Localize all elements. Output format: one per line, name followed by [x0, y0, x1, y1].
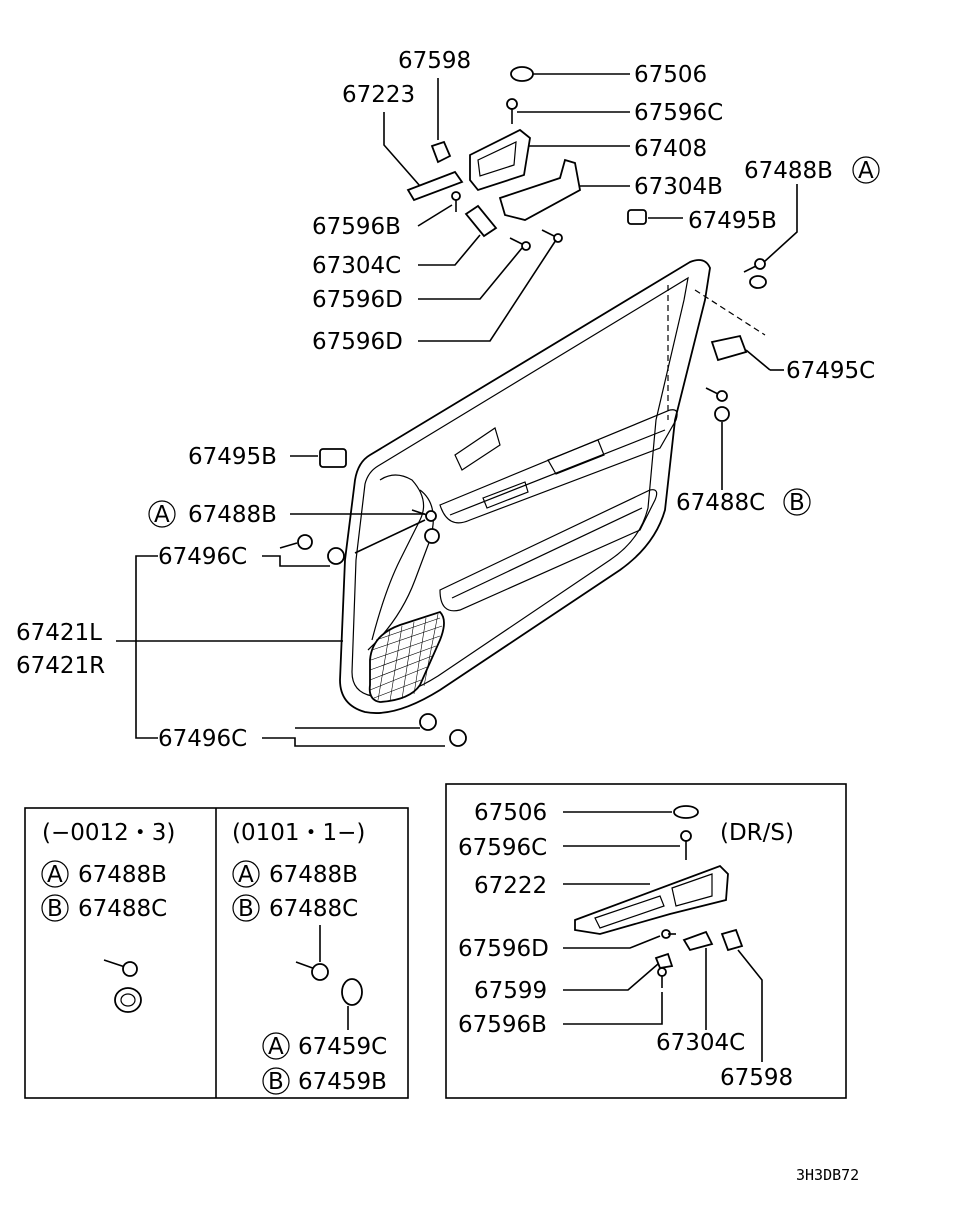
label-67506: 67506 — [634, 62, 707, 88]
variant-b2: 67488C — [269, 896, 358, 922]
label-67304c: 67304C — [312, 253, 401, 279]
speaker-mesh — [369, 613, 443, 702]
variant-header-2: (0101・1−) — [232, 820, 365, 846]
label-67304b: 67304B — [634, 174, 723, 200]
drs-label-67506: 67506 — [474, 800, 547, 826]
clip-67598-drs-part — [720, 928, 744, 952]
marker-a-box3: A — [268, 1034, 284, 1060]
svg-text:B: B — [789, 490, 805, 516]
label-67488b-left: 67488B — [188, 502, 277, 528]
variant-a3: 67459C — [298, 1034, 387, 1060]
label-67488b-top: 67488B — [744, 158, 833, 184]
variant-header-1: (−0012・3) — [42, 820, 175, 846]
screw-67596c-drs-part — [680, 830, 692, 860]
drs-header: (DR/S) — [720, 820, 794, 846]
svg-text:A: A — [858, 158, 874, 184]
label-67223: 67223 — [342, 82, 415, 108]
bracket-67304c-part — [464, 204, 498, 238]
label-67408: 67408 — [634, 136, 707, 162]
drs-label-67599: 67599 — [474, 978, 547, 1004]
diagram-code: 3H3DB72 — [796, 1166, 859, 1184]
clip-67599-part — [654, 952, 674, 970]
screw-67596d-b-part — [541, 229, 563, 243]
label-67495b-left: 67495B — [188, 444, 277, 470]
svg-text:A: A — [154, 502, 170, 528]
leader-lines — [116, 73, 798, 747]
fastener-67488c-part — [705, 387, 730, 422]
screw-67596d-a-part — [509, 237, 531, 251]
drs-label-67304c: 67304C — [656, 1030, 745, 1056]
clip-67495c-part — [710, 334, 748, 362]
label-67496c-1: 67496C — [158, 544, 247, 570]
label-67596d-2: 67596D — [312, 329, 403, 355]
label-67496c-2: 67496C — [158, 726, 247, 752]
label-67495c: 67495C — [786, 358, 875, 384]
label-67596d-1: 67596D — [312, 287, 403, 313]
label-67421l: 67421L — [16, 620, 102, 646]
clip-67496c-upper-part — [297, 534, 345, 565]
panel-67223-part — [406, 170, 464, 202]
drs-label-67596d: 67596D — [458, 936, 549, 962]
drs-label-67596b: 67596B — [458, 1012, 547, 1038]
screw-67596d-drs-part — [661, 929, 676, 939]
marker-a-top: A — [852, 156, 880, 184]
screw-67596b-drs-part — [657, 967, 667, 988]
screw-67596c-part — [506, 98, 518, 124]
label-67421r: 67421R — [16, 653, 105, 679]
marker-b-box2: B — [238, 896, 254, 922]
label-67596b: 67596B — [312, 214, 401, 240]
bracket-67304c-drs-part — [682, 930, 714, 952]
variant-a2: 67488B — [269, 862, 358, 888]
driver-side-box: (DR/S) 67506 67596C 67222 67596D — [445, 783, 847, 1099]
panel-67222-part — [574, 864, 729, 935]
cap-67506-drs-part — [673, 805, 699, 819]
marker-a-box2: A — [238, 862, 254, 888]
bracket-67304b-part — [498, 158, 582, 221]
marker-b-box3: B — [268, 1069, 284, 1095]
fastener-variant-2-part — [295, 925, 363, 1030]
fastener-variant-1-part — [103, 959, 142, 1013]
variant-a1: 67488B — [78, 862, 167, 888]
cap-67506-part — [510, 66, 534, 82]
door-trim-panel — [339, 259, 766, 714]
fastener-67488b-left-part — [411, 509, 440, 544]
clip-67495b-top-part — [627, 209, 647, 225]
drs-label-67222: 67222 — [474, 873, 547, 899]
label-67488c: 67488C — [676, 490, 765, 516]
variant-b1: 67488C — [78, 896, 167, 922]
marker-b-right: B — [783, 488, 811, 516]
variant-box: (−0012・3) (0101・1−) A 67488B B 67488C A … — [24, 807, 409, 1099]
screw-67596b-part — [451, 191, 461, 212]
variant-b3: 67459B — [298, 1069, 387, 1095]
clip-67495b-left-part — [319, 448, 347, 468]
drs-label-67598: 67598 — [720, 1065, 793, 1091]
drs-label-67596c: 67596C — [458, 835, 547, 861]
marker-a-box1: A — [47, 862, 63, 888]
label-67598: 67598 — [398, 48, 471, 74]
clip-67598-part — [430, 140, 452, 164]
label-67596c: 67596C — [634, 100, 723, 126]
fastener-67488b-top-part — [743, 258, 767, 289]
marker-a-left: A — [148, 500, 176, 528]
label-67495b-top: 67495B — [688, 208, 777, 234]
clip-67496c-lower-part — [419, 713, 467, 747]
marker-b-box1: B — [47, 896, 63, 922]
